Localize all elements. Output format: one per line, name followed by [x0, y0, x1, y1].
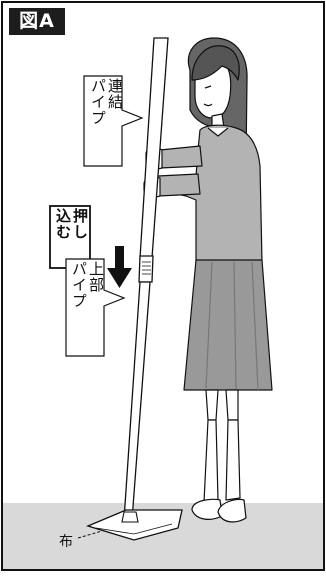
cloth-shape — [86, 509, 183, 541]
connecting-pipe-label-line2: パイプ — [89, 78, 107, 126]
cloth-label: 布 — [59, 534, 73, 550]
upper-pipe-callout — [65, 258, 126, 357]
connecting-pipe-label-line1: 連結 — [106, 78, 124, 110]
upper-pipe-label: 上部 パイプ — [68, 261, 106, 353]
cloth-leader — [77, 530, 103, 539]
upper-pipe-label-line1: 上部 — [87, 261, 105, 293]
down-arrow-icon — [107, 246, 132, 288]
person-figure — [143, 37, 273, 523]
figure-label: 図A — [9, 8, 65, 35]
upper-pipe-label-line2: パイプ — [70, 261, 88, 309]
pipe-joint — [138, 255, 154, 283]
connecting-pipe-callout — [83, 75, 144, 167]
push-in-label-line1: 押し — [71, 208, 89, 240]
push-in-label-line2: 込む — [54, 208, 72, 240]
connecting-pipe-label: 連結 パイプ — [87, 78, 125, 164]
push-in-label: 押し 込む — [52, 208, 90, 266]
